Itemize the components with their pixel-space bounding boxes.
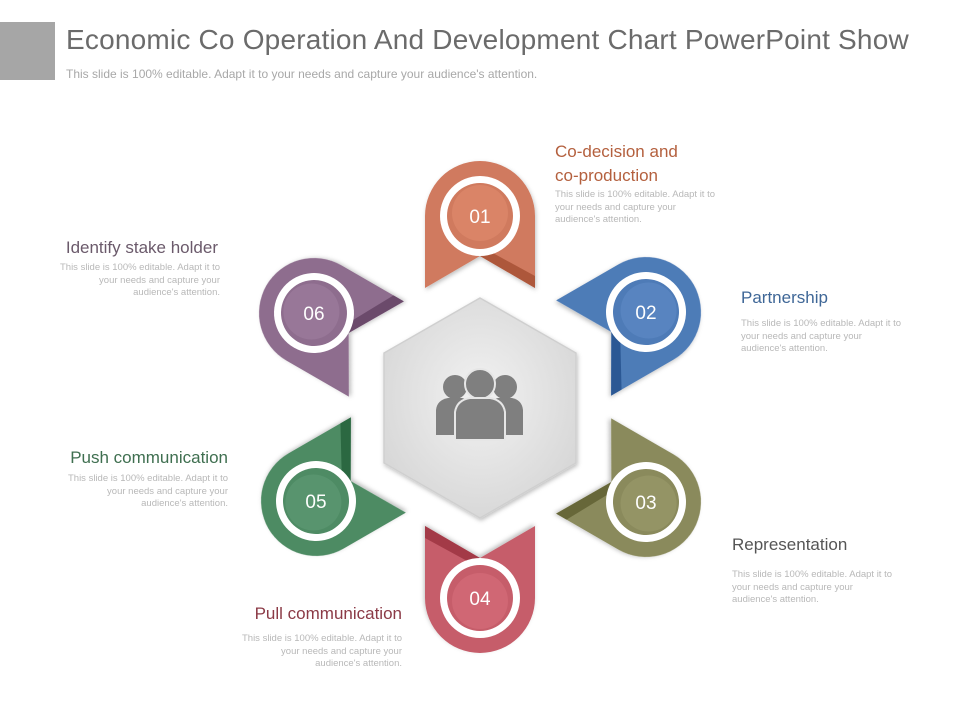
page-subtitle: This slide is 100% editable. Adapt it to… [66,67,538,81]
step-02-title-line-1: Partnership [741,288,828,307]
step-02-pin [556,257,701,396]
step-05-desc-line-1: This slide is 100% editable. Adapt it to [67,473,228,484]
step-04-number: 04 [469,589,491,610]
step-05-description: This slide is 100% editable. Adapt it to… [38,473,228,511]
step-01-pin [425,161,535,288]
step-06-desc-line-3: audience's attention. [133,287,220,298]
step-01-description: This slide is 100% editable. Adapt it to… [555,189,745,227]
step-06-desc-line-1: This slide is 100% editable. Adapt it to [59,262,220,273]
step-01-desc-line-3: audience's attention. [555,214,642,225]
step-06-description: This slide is 100% editable. Adapt it to… [30,262,220,300]
step-04-title-line-1: Pull communication [254,604,402,623]
step-03-pin [556,418,701,557]
step-04-desc-line-1: This slide is 100% editable. Adapt it to [241,633,402,644]
step-04-desc-line-3: audience's attention. [315,658,402,669]
step-05-pin [261,417,406,556]
step-03-desc-line-2: your needs and capture your [732,581,853,593]
step-02-desc-line-2: your needs and capture your [741,330,862,342]
step-03-title: Representation [732,533,847,557]
step-01-title: Co-decision and co-production [555,140,678,188]
step-03-desc-line-3: audience's attention. [732,594,819,605]
step-05-desc-line-2: your needs and capture your [107,485,228,497]
step-06-pin [259,258,404,397]
step-03-desc-line-1: This slide is 100% editable. Adapt it to [732,569,893,580]
step-03-title-line-1: Representation [732,535,848,554]
step-05-desc-line-3: audience's attention. [141,498,228,509]
step-01-title-line-2: co-production [555,166,659,185]
step-03-number: 03 [635,493,656,514]
step-06-desc-line-2: your needs and capture your [99,274,220,286]
step-06-title-line-1: Identify stake holder [65,238,218,257]
step-02-title: Partnership [741,286,828,310]
step-06-title: Identify stake holder [18,236,218,260]
people-group-icon [436,368,523,441]
page-title: Economic Co Operation And Development Ch… [66,24,909,55]
step-04-desc-line-2: your needs and capture your [281,645,402,657]
step-05-number: 05 [305,492,326,513]
step-03-description: This slide is 100% editable. Adapt it to… [732,569,922,607]
step-06-number: 06 [303,304,324,325]
step-04-title: Pull communication [202,602,402,626]
step-01-desc-line-2: your needs and capture your [555,201,676,213]
step-01-number: 01 [469,207,490,228]
step-02-description: This slide is 100% editable. Adapt it to… [741,318,931,356]
step-01-desc-line-1: This slide is 100% editable. Adapt it to [555,189,716,200]
step-05-title: Push communication [28,446,228,470]
step-04-pin [425,526,535,653]
step-05-title-line-1: Push communication [70,448,228,467]
step-02-number: 02 [635,303,656,324]
corner-accent-block [0,22,55,80]
step-02-desc-line-1: This slide is 100% editable. Adapt it to [741,318,902,329]
step-04-description: This slide is 100% editable. Adapt it to… [212,633,402,671]
step-01-title-line-1: Co-decision and [555,142,678,161]
step-02-desc-line-3: audience's attention. [741,343,828,354]
